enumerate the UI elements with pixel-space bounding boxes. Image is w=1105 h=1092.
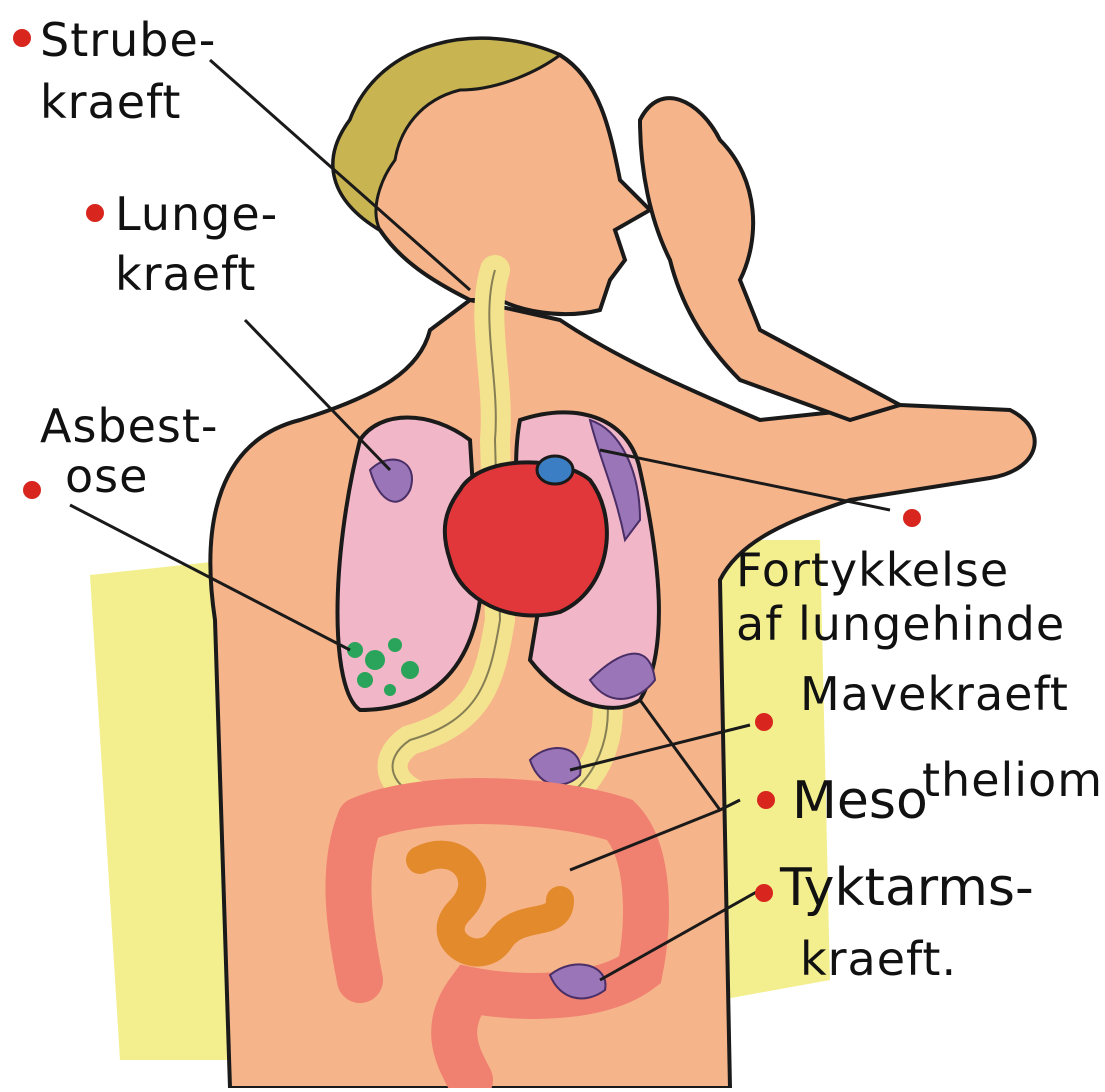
- label-lunge-line2: kraeft: [115, 247, 256, 301]
- marker-meso: [757, 791, 775, 809]
- raised-arm: [640, 98, 900, 420]
- marker-lunge: [86, 204, 104, 222]
- marker-strube: [13, 29, 31, 47]
- label-mave: Mavekraeft: [800, 667, 1069, 721]
- label-strube-line2: kraeft: [40, 75, 181, 129]
- label-tyktarm-line2: kraeft.: [800, 932, 957, 986]
- label-tyktarm-line1: Tyktarms-: [779, 858, 1034, 918]
- label-asbest-line2: ose: [65, 449, 148, 503]
- marker-asbest: [23, 481, 41, 499]
- heart: [445, 462, 607, 615]
- marker-fortykkelse: [903, 509, 921, 527]
- colon-left: [348, 820, 360, 980]
- label-fortykkelse-line1: Fortykkelse: [736, 543, 1009, 597]
- label-meso-part2: theliom: [922, 753, 1103, 807]
- label-strube-line1: Strube-: [40, 13, 216, 67]
- label-lunge-line1: Lunge-: [115, 187, 278, 241]
- marker-mave: [755, 713, 773, 731]
- label-meso-part1: Meso: [792, 771, 928, 831]
- label-fortykkelse-line2: af lungehinde: [736, 597, 1065, 651]
- label-asbest-line1: Asbest-: [40, 399, 219, 453]
- marker-tyktarm: [755, 884, 773, 902]
- aorta: [537, 456, 573, 484]
